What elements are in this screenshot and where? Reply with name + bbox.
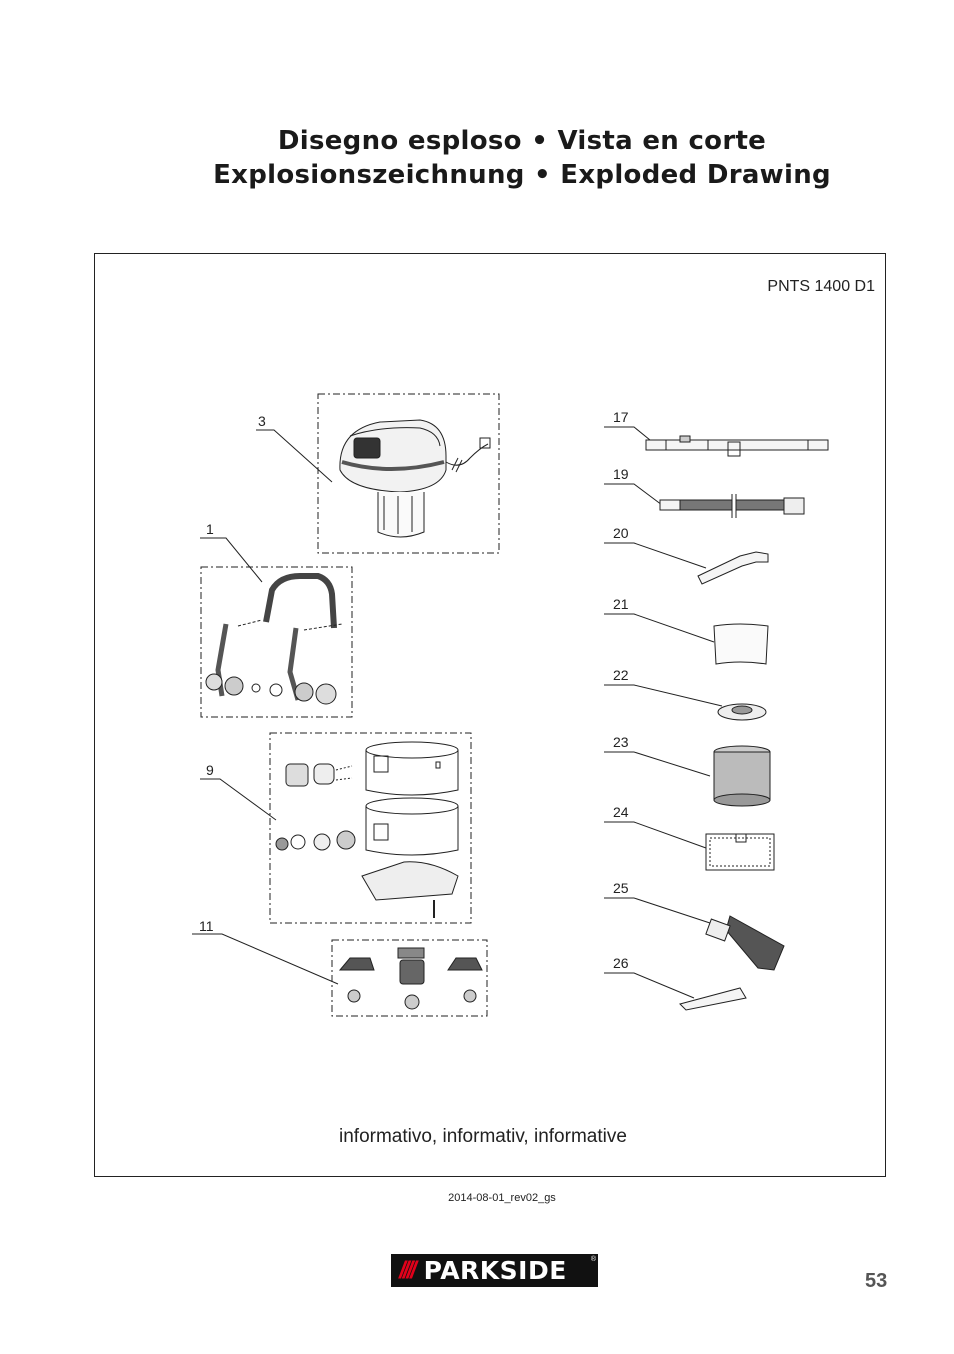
parkside-logo: //// PARKSIDE ® — [391, 1254, 598, 1287]
leader-17 — [604, 426, 651, 441]
part-label-21: 21 — [613, 596, 629, 612]
tubes-drawing — [645, 435, 829, 457]
part-label-3: 3 — [258, 413, 266, 429]
part-label-24: 24 — [613, 804, 629, 820]
dust-bag-drawing — [705, 833, 775, 871]
castors-drawing — [338, 947, 483, 1010]
part-label-1: 1 — [206, 521, 214, 537]
part-labels: 3 1 9 11 17 19 20 21 22 23 24 25 26 — [199, 409, 629, 971]
leader-1 — [200, 537, 263, 583]
logo-slashes-icon: //// — [399, 1256, 417, 1284]
part-label-22: 22 — [613, 667, 629, 683]
handle-drawing — [205, 573, 343, 705]
revision-code: 2014-08-01_rev02_gs — [448, 1192, 556, 1204]
part-label-19: 19 — [613, 466, 629, 482]
drawing-frame: PNTS 1400 D1 informativo, informativ, in… — [94, 253, 886, 1177]
hose-drawing — [659, 494, 805, 518]
leader-9 — [200, 778, 277, 821]
leader-22 — [604, 684, 723, 707]
leader-26 — [604, 972, 695, 999]
group-box-motor-head — [317, 393, 500, 554]
leader-lines-left — [192, 429, 339, 985]
page-title-line-1: Disegno esploso • Vista en corte — [277, 126, 767, 156]
motor-head-drawing — [339, 419, 491, 538]
leader-21 — [604, 613, 715, 643]
floor-nozzle-drawing — [705, 915, 785, 971]
filter-holder-drawing — [717, 703, 767, 721]
part-label-17: 17 — [613, 409, 629, 425]
part-label-11: 11 — [199, 918, 214, 934]
part-label-26: 26 — [613, 955, 629, 971]
informative-note: informativo, informativ, informative — [339, 1126, 627, 1147]
model-name: PNTS 1400 D1 — [767, 278, 875, 295]
leader-25 — [604, 897, 717, 926]
group-box-tank — [269, 732, 472, 924]
leader-11 — [192, 933, 339, 985]
group-box-castors — [331, 939, 488, 1017]
leader-19 — [604, 483, 663, 506]
part-label-20: 20 — [613, 525, 629, 541]
cartridge-filter-drawing — [713, 745, 771, 807]
leader-lines-right — [604, 426, 723, 999]
group-boxes — [200, 393, 500, 1017]
leader-20 — [604, 542, 707, 569]
part-label-23: 23 — [613, 734, 629, 750]
group-box-handle — [200, 566, 353, 718]
part-label-9: 9 — [206, 762, 214, 778]
filter-bag-drawing — [713, 623, 769, 665]
curved-handle-drawing — [697, 551, 769, 585]
part-label-25: 25 — [613, 880, 629, 896]
leader-24 — [604, 821, 707, 849]
leader-3 — [256, 429, 333, 483]
brand-name: PARKSIDE — [423, 1256, 567, 1285]
page-number: 53 — [865, 1270, 888, 1292]
leader-23 — [604, 751, 711, 777]
crevice-nozzle-drawing — [679, 987, 747, 1011]
page-title-line-2: Explosionszeichnung • Exploded Drawing — [213, 160, 831, 190]
tank-drawing — [275, 741, 459, 918]
registered-mark-icon: ® — [590, 1256, 596, 1263]
